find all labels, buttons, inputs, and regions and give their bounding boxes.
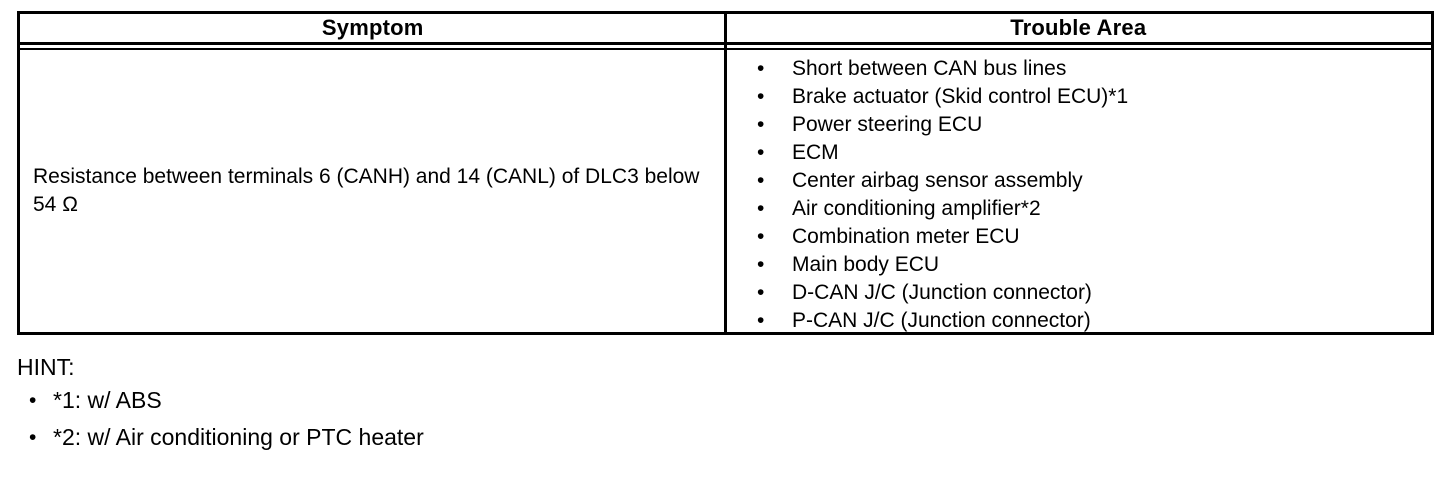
hint-item-label: *2: w/ Air conditioning or PTC heater [53,424,424,450]
trouble-area-cell: • Short between CAN bus lines • Brake ac… [742,50,1431,332]
trouble-area-item: • Main body ECU [742,251,1431,279]
table-body-row: Resistance between terminals 6 (CANH) an… [20,50,1431,332]
trouble-area-item: • Short between CAN bus lines [742,55,1431,83]
trouble-area-item: • Brake actuator (Skid control ECU)*1 [742,83,1431,111]
trouble-area-item-label: ECM [792,141,839,164]
hint-item-label: *1: w/ ABS [53,387,162,413]
column-divider [724,14,727,332]
symptom-trouble-table: Symptom Trouble Area Resistance between … [17,11,1434,335]
document-page: { "table": { "headers": [ { "label": "Sy… [0,11,1456,483]
bullet-icon: • [757,253,765,276]
trouble-area-item-label: D-CAN J/C (Junction connector) [792,281,1092,304]
trouble-area-list: • Short between CAN bus lines • Brake ac… [742,55,1431,335]
bullet-icon: • [29,388,37,412]
hint-title: HINT: [17,354,75,380]
trouble-area-item: • P-CAN J/C (Junction connector) [742,307,1431,335]
bullet-icon: • [757,141,765,164]
trouble-area-item: • Combination meter ECU [742,223,1431,251]
hint-section: HINT: • *1: w/ ABS • *2: w/ Air conditio… [17,352,1456,456]
hint-item: • *2: w/ Air conditioning or PTC heater [17,419,1456,456]
trouble-area-item: • ECM [742,139,1431,167]
trouble-area-item-label: P-CAN J/C (Junction connector) [792,309,1091,332]
bullet-icon: • [757,57,765,80]
bullet-icon: • [757,113,765,136]
trouble-area-item: • Air conditioning amplifier*2 [742,195,1431,223]
trouble-area-item: • Center airbag sensor assembly [742,167,1431,195]
trouble-area-item: • Power steering ECU [742,111,1431,139]
bullet-icon: • [757,169,765,192]
trouble-area-item-label: Main body ECU [792,253,940,276]
header-cell-symptom: Symptom [321,15,424,40]
trouble-area-item: • D-CAN J/C (Junction connector) [742,279,1431,307]
symptom-cell: Resistance between terminals 6 (CANH) an… [20,50,742,332]
bullet-icon: • [757,85,765,108]
trouble-area-item-label: Air conditioning amplifier*2 [792,197,1041,220]
header-cell-trouble-area: Trouble Area [1010,15,1147,40]
bullet-icon: • [757,281,765,304]
trouble-area-item-label: Center airbag sensor assembly [792,169,1083,192]
hint-list: • *1: w/ ABS • *2: w/ Air conditioning o… [17,382,1456,456]
trouble-area-item-label: Brake actuator (Skid control ECU)*1 [792,85,1129,108]
bullet-icon: • [29,425,37,449]
symptom-text: Resistance between terminals 6 (CANH) an… [33,165,700,216]
bullet-icon: • [757,225,765,248]
hint-item: • *1: w/ ABS [17,382,1456,419]
trouble-area-item-label: Combination meter ECU [792,225,1020,248]
trouble-area-item-label: Short between CAN bus lines [792,57,1067,80]
bullet-icon: • [757,309,765,332]
bullet-icon: • [757,197,765,220]
trouble-area-item-label: Power steering ECU [792,113,983,136]
